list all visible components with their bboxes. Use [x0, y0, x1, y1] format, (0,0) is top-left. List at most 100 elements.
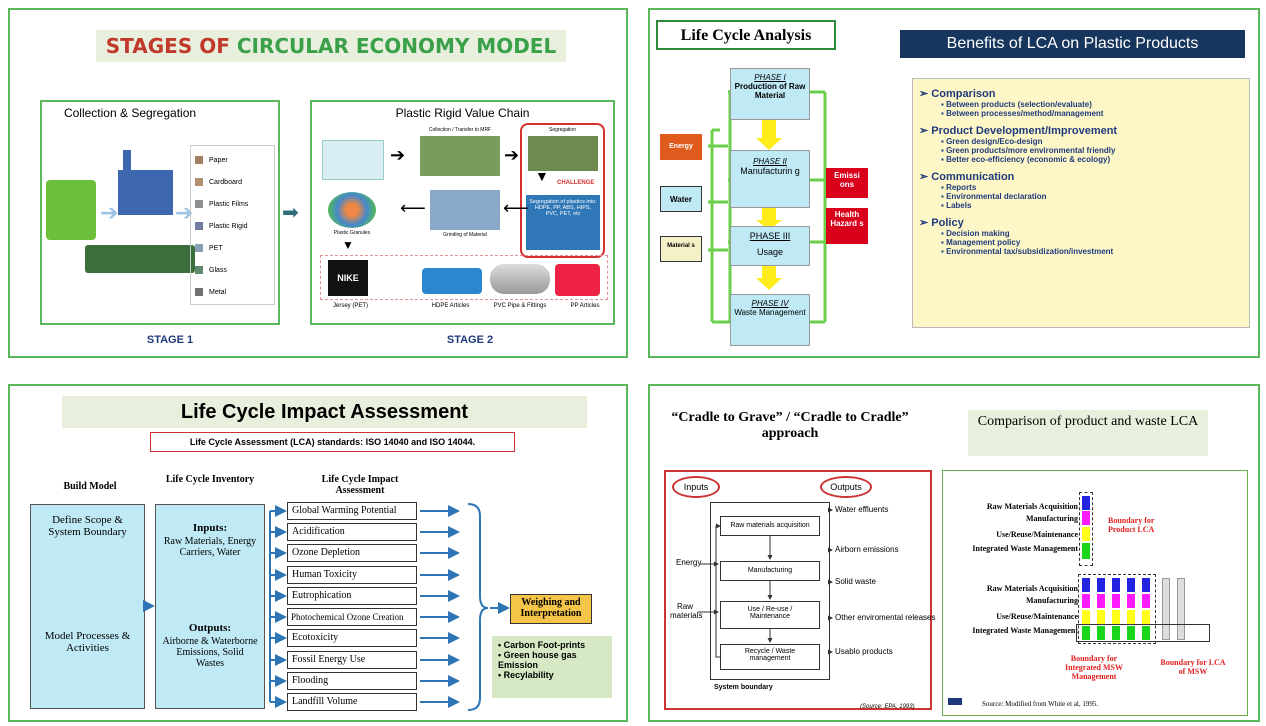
input-materials: Material s	[660, 236, 702, 262]
factory-chimney-icon	[123, 150, 131, 172]
factory-icon	[118, 170, 173, 215]
pvc-pipe-icon	[490, 264, 550, 294]
lca-label: Integrated Waste Management	[972, 626, 1078, 635]
segregation-photo	[528, 136, 598, 171]
products-strip	[320, 255, 608, 300]
lca-label: Use/Reuse/Maintenance	[996, 612, 1078, 621]
input-raw-label: Raw materials	[670, 602, 703, 620]
comparison-title: Comparison of product and waste LCA	[968, 410, 1208, 456]
inv-inputs: Raw Materials, Energy Carriers, Water	[163, 536, 257, 558]
benefit-item: ▪ Environmental tax/subsidization/invest…	[941, 247, 1114, 256]
down-arrow-icon: ▼	[535, 168, 549, 184]
boundary-product-label: Boundary for Product LCA	[1108, 516, 1155, 534]
panel-circular-economy: STAGES OF CIRCULAR ECONOMY MODEL Collect…	[8, 8, 628, 358]
lca-label: Manufacturing	[1026, 596, 1078, 605]
q1-title-green: CIRCULAR ECONOMY MODEL	[236, 34, 557, 58]
benefits-box: ➢ Comparison ▪ Between products (selecti…	[912, 78, 1250, 328]
output-label: Airborn emissions	[835, 545, 899, 554]
cradle-diagram	[664, 470, 932, 710]
stage1-box	[40, 100, 280, 325]
build-model-box	[30, 504, 145, 709]
col-head-inventory: Life Cycle Inventory	[165, 474, 255, 485]
panel-life-cycle-analysis: Life Cycle Analysis Energy Wat	[648, 8, 1260, 358]
step-box: Use / Re-use / Maintenance	[720, 601, 820, 629]
arrow-icon: ➔	[175, 200, 194, 225]
phase-box: PHASE I Production of Raw Material	[730, 68, 810, 120]
grinding-photo	[430, 190, 500, 230]
outputs-ellipse: Outputs	[820, 476, 872, 498]
challenge-text: Segregation of plastics into: HDPE, PP, …	[526, 195, 600, 250]
stage1-title: Collection & Segregation	[63, 106, 197, 120]
challenge-box	[520, 123, 605, 258]
col-head-impact: Life Cycle Impact Assessment	[321, 474, 399, 496]
stage-arrow-icon: ➡	[282, 202, 299, 224]
benefit-item: ▪ Environmental declaration	[941, 192, 1047, 201]
segregation-label: Segregation	[549, 127, 576, 133]
result-item: • Carbon Foot-prints	[498, 640, 586, 650]
stack-segment	[1082, 527, 1090, 541]
phase-name: Usage	[756, 247, 783, 257]
jersey-icon: NIKE	[328, 260, 368, 296]
panel-cradle-comparison: “Cradle to Grave” / “Cradle to Cradle” a…	[648, 384, 1260, 722]
boundary-msw-mgmt-label: Boundary for Integrated MSW Management	[1065, 654, 1123, 681]
output-label: Other enviromental releases	[835, 613, 936, 622]
benefit-item: ▪ Green design/Eco-design	[941, 137, 1043, 146]
source-white: Source: Modified from White et al, 1995.	[982, 700, 1099, 708]
product-lca-boundary	[1079, 492, 1093, 566]
collection-truck-icon	[322, 140, 384, 180]
benefit-head: ➢ Comparison	[919, 88, 996, 100]
lca-label: Use/Reuse/Maintenance	[996, 530, 1078, 539]
output-health-hazards: Health Hazard s	[826, 208, 868, 244]
lca-title: Life Cycle Analysis	[656, 20, 836, 50]
phase-name: Waste Management	[734, 308, 806, 317]
benefit-item: ▪ Between products (selection/evaluate)	[941, 100, 1092, 109]
benefit-item: ▪ Green products/more environmental frie…	[941, 146, 1116, 155]
comparison-box	[942, 470, 1248, 716]
lca-standards: Life Cycle Assessment (LCA) standards: I…	[150, 432, 515, 452]
material-item: Glass	[195, 260, 275, 282]
product-label: Jersey (PET)	[332, 303, 368, 309]
input-energy: Energy	[660, 134, 702, 160]
phase-box: PHASE II Manufacturin g	[730, 150, 810, 208]
material-item: Metal	[195, 282, 275, 304]
lcia-title: Life Cycle Impact Assessment	[62, 396, 587, 428]
impact-item: Fossil Energy Use	[287, 651, 417, 669]
lca-label: Raw Materials Acquisition	[986, 502, 1078, 511]
cradle-arrows	[698, 507, 833, 658]
benefit-group: ➢ Product Development/Improvement ▪ Gree…	[919, 124, 1243, 164]
down-arrow-icon: ▼	[342, 238, 354, 252]
garbage-truck-icon	[46, 180, 96, 240]
benefit-head: ➢ Policy	[919, 217, 964, 229]
inv-outputs: Airborne & Waterborne Emissions, Solid W…	[162, 636, 258, 669]
arrow-icon: ⟵	[400, 198, 426, 218]
system-boundary-label: System boundary	[714, 684, 773, 691]
impact-item: Human Toxicity	[287, 566, 417, 584]
result-item: • Recylability	[498, 670, 554, 680]
arrow-icon: ⟵	[503, 198, 529, 218]
phase-number: PHASE II	[753, 157, 787, 166]
lca-label: Raw Materials Acquisition	[986, 584, 1078, 593]
collection-label: Collection / Transfer to MRF	[428, 127, 492, 133]
arrow-icon: ➔	[390, 145, 406, 165]
lca-label: Manufacturing	[1026, 514, 1078, 523]
output-emissions: Emissi ons	[826, 168, 868, 198]
lca-label: Integrated Waste Management	[972, 544, 1078, 553]
impact-item: Acidification	[287, 523, 417, 541]
input-energy-label: Energy	[676, 558, 702, 567]
stack-segment	[1082, 496, 1090, 510]
material-item: Cardboard	[195, 172, 275, 194]
phase-number: PHASE I	[754, 73, 786, 82]
arrow-icon: ➔	[504, 145, 520, 165]
inventory-box	[155, 504, 265, 709]
source-marker-icon	[948, 698, 962, 705]
benefits-title: Benefits of LCA on Plastic Products	[900, 30, 1245, 58]
benefit-item: ▪ Labels	[941, 201, 972, 210]
phase-number: PHASE III	[749, 231, 791, 241]
product-label: HDPE Articles	[431, 303, 470, 309]
stage2-label: STAGE 2	[446, 334, 494, 346]
granules-photo	[328, 192, 376, 228]
arrow-icon: ➔	[100, 200, 119, 225]
phase-box: PHASE III Usage	[730, 226, 810, 266]
material-item: Plastic Films	[195, 194, 275, 216]
benefit-group: ➢ Comparison ▪ Between products (selecti…	[919, 87, 1243, 118]
